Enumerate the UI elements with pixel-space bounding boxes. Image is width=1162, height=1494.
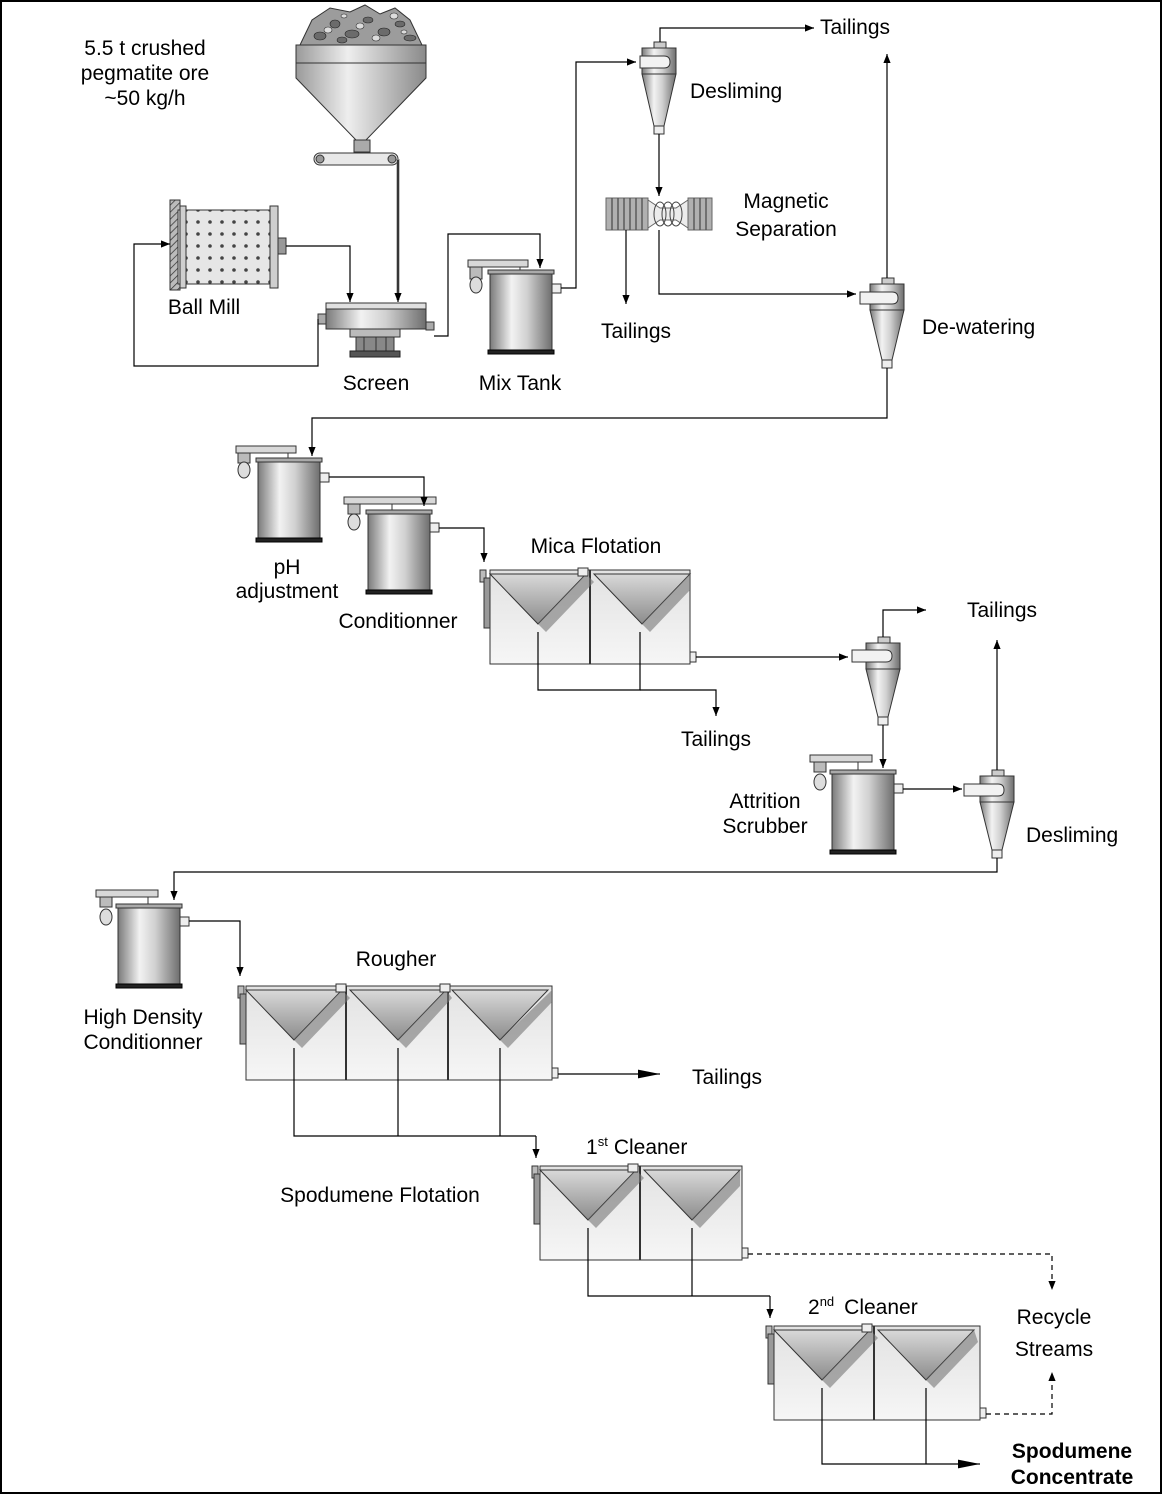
feed-label-line3: ~50 kg/h	[104, 87, 185, 110]
mix-tank	[467, 259, 562, 355]
second-cleaner-word: Cleaner	[844, 1296, 918, 1319]
feed-label-line2: pegmatite ore	[81, 62, 209, 85]
ph-label-1: pH	[274, 556, 301, 579]
recycle-label-1: Recycle	[1017, 1306, 1092, 1329]
hdc-label-1: High Density	[83, 1006, 203, 1029]
magnetic-label-2: Separation	[735, 218, 837, 241]
desliming-label-1: Desliming	[690, 80, 782, 103]
tailings-label-5: Tailings	[692, 1066, 762, 1089]
second-cleaner-number: 2	[808, 1296, 820, 1319]
ore-hopper	[295, 4, 427, 153]
ph-adjustment-tank	[235, 445, 330, 543]
ph-label-2: adjustment	[236, 580, 339, 603]
magnetic-label-1: Magnetic	[743, 190, 828, 213]
first-cleaner-number: 1	[586, 1136, 598, 1159]
second-cleaner-label: 2nd Cleaner	[808, 1294, 918, 1319]
vibrating-screen	[317, 302, 435, 358]
hydrocyclone-desliming-2	[963, 769, 1015, 859]
recycle-label-2: Streams	[1015, 1338, 1093, 1361]
labels: 5.5 t crushed pegmatite ore ~50 kg/h Bal…	[81, 16, 1133, 1489]
attrition-scrubber	[809, 754, 904, 855]
flow-lines	[133, 24, 1056, 1469]
second-cleaner-bank	[765, 1323, 987, 1421]
hydrocyclone-scrubber-feed	[851, 636, 901, 726]
first-cleaner-word: Cleaner	[614, 1136, 688, 1159]
attrition-label-2: Scrubber	[722, 815, 807, 838]
tailings-label-1: Tailings	[820, 16, 890, 39]
hdc-label-2: Conditionner	[83, 1031, 202, 1054]
tailings-label-4: Tailings	[967, 599, 1037, 622]
tailings-label-3: Tailings	[681, 728, 751, 751]
mica-flotation-label: Mica Flotation	[531, 535, 662, 558]
feed-label-line1: 5.5 t crushed	[84, 37, 205, 60]
conveyor-belt	[313, 152, 400, 300]
rougher-label: Rougher	[356, 948, 437, 971]
mica-flotation-bank	[479, 567, 697, 665]
rougher-flotation-bank	[237, 983, 559, 1081]
first-cleaner-bank	[531, 1163, 749, 1261]
conditionner-tank	[343, 496, 440, 595]
spodumene-flotation-label: Spodumene Flotation	[280, 1184, 480, 1207]
hydrocyclone-desliming-1	[639, 41, 677, 135]
hydrocyclone-dewatering	[859, 277, 905, 369]
second-cleaner-suffix: nd	[820, 1294, 834, 1309]
dewatering-label: De-watering	[922, 316, 1035, 339]
high-density-conditionner	[95, 889, 190, 989]
screen-label: Screen	[343, 372, 410, 395]
ball-mill	[169, 199, 287, 291]
magnetic-separator	[605, 197, 713, 231]
mix-tank-label: Mix Tank	[479, 372, 562, 395]
first-cleaner-label: 1st Cleaner	[586, 1134, 687, 1159]
conditionner-label: Conditionner	[338, 610, 457, 633]
concentrate-label-1: Spodumene	[1012, 1440, 1132, 1463]
desliming-label-2: Desliming	[1026, 824, 1118, 847]
concentrate-label-2: Concentrate	[1011, 1466, 1134, 1489]
tailings-label-2: Tailings	[601, 320, 671, 343]
first-cleaner-suffix: st	[598, 1134, 609, 1149]
attrition-label-1: Attrition	[729, 790, 800, 813]
ball-mill-label: Ball Mill	[168, 296, 240, 319]
